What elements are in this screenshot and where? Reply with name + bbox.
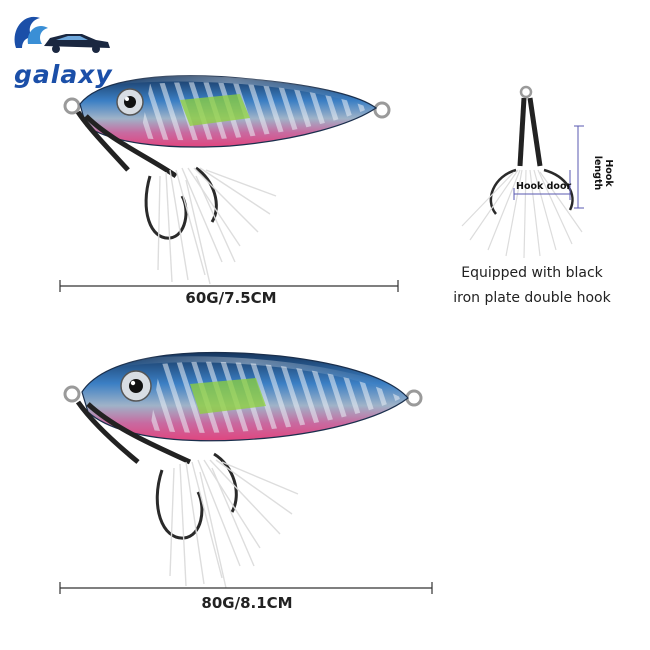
size-label-60g: 60G/7.5CM — [185, 289, 277, 307]
eyelet-rear-icon — [373, 101, 391, 119]
eyelet-front-icon — [63, 97, 81, 115]
hook-length-label: Hook length — [592, 155, 614, 191]
ring-icon — [519, 85, 533, 99]
eyelet-front-icon — [63, 385, 81, 403]
hook-caption: Equipped with black iron plate double ho… — [432, 261, 632, 311]
hook-cord-icon — [75, 110, 130, 172]
double-hook-detail — [461, 85, 584, 259]
lure-60g — [63, 75, 391, 285]
hook-icon — [489, 168, 517, 215]
feather-icon — [169, 459, 299, 589]
eyelet-rear-icon — [405, 389, 423, 407]
dimension-line-80 — [59, 582, 433, 594]
size-label-80g: 80G/8.1CM — [201, 594, 293, 612]
brand-name: galaxy — [14, 60, 113, 89]
car-wave-logo-icon — [14, 16, 110, 53]
hook-cord-icon — [75, 400, 140, 464]
caption-line-2: iron plate double hook — [453, 290, 611, 306]
caption-line-1: Equipped with black — [461, 265, 603, 281]
feather-icon — [461, 169, 583, 259]
lure-80g — [63, 352, 423, 589]
dimension-line-60 — [59, 280, 399, 292]
feather-icon — [157, 167, 277, 285]
hook-door-label: Hook door — [516, 181, 572, 192]
